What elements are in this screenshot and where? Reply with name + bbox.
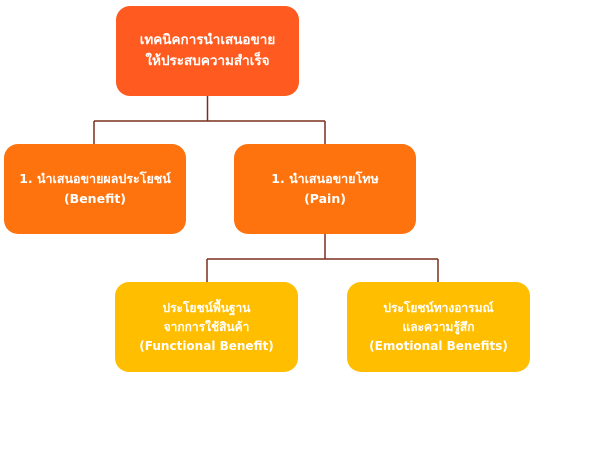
functional-benefit-node: ประโยชน์พื้นฐาน จากการใช้สินค้า (Functio… — [115, 282, 298, 372]
functional-line-3: (Functional Benefit) — [139, 338, 274, 353]
emotional-line-3: (Emotional Benefits) — [369, 338, 508, 353]
functional-line-2: จากการใช้สินค้า — [163, 319, 250, 334]
pain-node: 1. นำเสนอขายโทษ (Pain) — [234, 144, 416, 234]
emotional-line-2: และความรู้สึก — [402, 319, 475, 334]
root-title-line-2: ให้ประสบความสำเร็จ — [145, 53, 270, 69]
pain-title: 1. นำเสนอขายโทษ — [271, 171, 379, 186]
benefit-subtitle: (Benefit) — [63, 191, 127, 206]
benefit-node: 1. นำเสนอขายผลประโยชน์ (Benefit) — [4, 144, 186, 234]
emotional-line-1: ประโยชน์ทางอารมณ์ — [383, 300, 494, 315]
pain-subtitle: (Pain) — [304, 191, 346, 206]
root-node-sales-presentation-techniques: เทคนิคการนำเสนอขาย ให้ประสบความสำเร็จ — [116, 6, 299, 96]
root-title-line-1: เทคนิคการนำเสนอขาย — [139, 32, 276, 48]
emotional-benefits-node: ประโยชน์ทางอารมณ์ และความรู้สึก (Emotion… — [347, 282, 530, 372]
functional-line-1: ประโยชน์พื้นฐาน — [162, 300, 251, 315]
benefit-title: 1. นำเสนอขายผลประโยชน์ — [19, 171, 171, 186]
